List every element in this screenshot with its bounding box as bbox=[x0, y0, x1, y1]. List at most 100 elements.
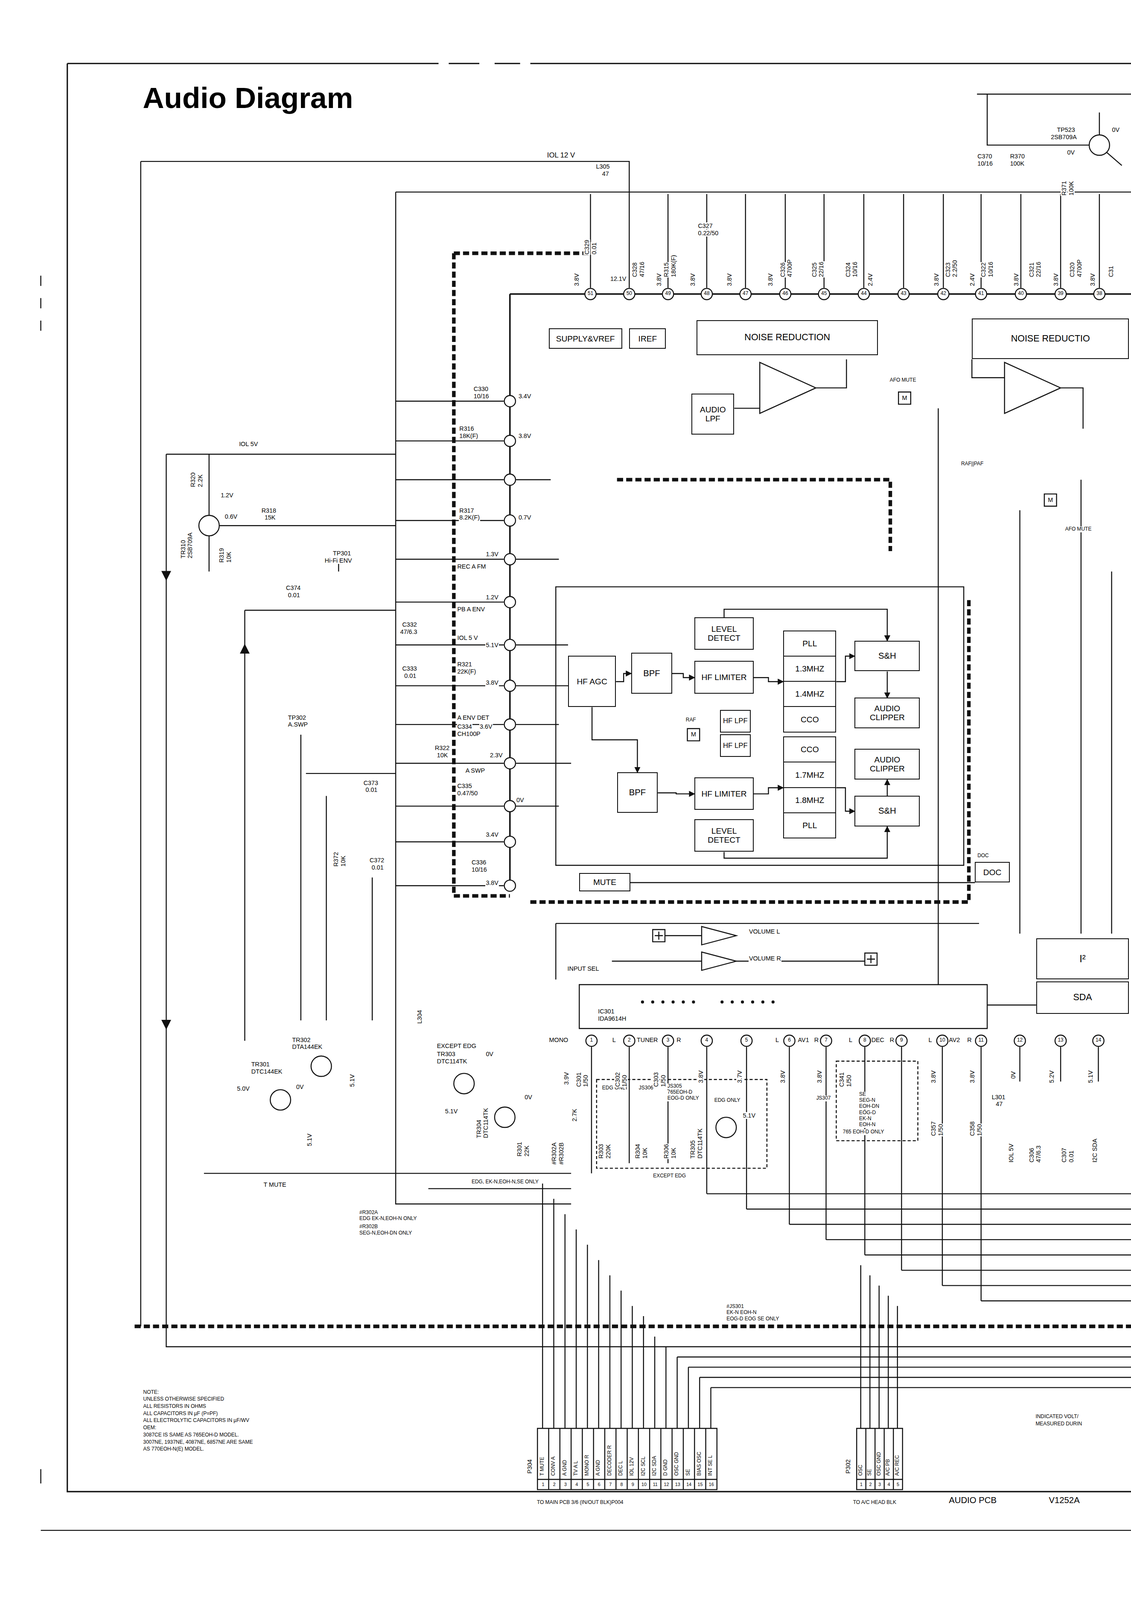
component-label: INPUT SEL bbox=[567, 964, 600, 972]
block-text: 1.7MHZ bbox=[784, 761, 836, 787]
vertical-label: R304 bbox=[634, 1142, 642, 1159]
pin-number: 7 bbox=[608, 1481, 613, 1487]
component-label: EDG EK-N,EOH-N ONLY bbox=[358, 1215, 417, 1222]
component-label: V1252A bbox=[1048, 1495, 1080, 1505]
pin-number: 51 bbox=[587, 290, 594, 297]
component-label: 1.2V bbox=[220, 491, 234, 499]
vertical-label: 10K bbox=[339, 855, 347, 868]
component-label: 0.01 bbox=[364, 786, 378, 793]
component-label: 10/16 bbox=[976, 160, 994, 167]
component-label: #R302B bbox=[358, 1223, 379, 1230]
block-text: BPF bbox=[633, 668, 671, 678]
vertical-label: 1/50 bbox=[976, 1123, 983, 1137]
component-label: TR301 bbox=[250, 1060, 271, 1068]
vertical-label: 2.4V bbox=[866, 273, 874, 287]
vertical-label: I2C SDA bbox=[651, 1454, 658, 1476]
diagram-title: Audio Diagram bbox=[142, 81, 354, 114]
function-block: AUDIO CLIPPER bbox=[854, 748, 920, 780]
function-block: HF LIMITER bbox=[694, 777, 754, 810]
vertical-label: #R302A bbox=[550, 1141, 558, 1165]
component-label: AV1 bbox=[797, 1036, 810, 1044]
vertical-label: 3.8V bbox=[689, 273, 697, 287]
vertical-label: DTC114TK bbox=[482, 1107, 490, 1139]
mute-switch bbox=[687, 391, 1057, 741]
vertical-label: 3.8V bbox=[1012, 273, 1020, 287]
component-label: TP301 bbox=[332, 549, 352, 557]
component-label: 0V bbox=[1066, 148, 1076, 156]
component-label: R318 bbox=[261, 507, 277, 514]
vertical-label: SE bbox=[685, 1468, 692, 1476]
component-label: R321 bbox=[457, 660, 473, 668]
vertical-label: 22/16 bbox=[1034, 261, 1042, 278]
vertical-label: C320 bbox=[1068, 262, 1076, 278]
component-label: 0.01 bbox=[371, 863, 385, 871]
vertical-label: 100K bbox=[1067, 180, 1075, 196]
component-label: EOH-DN bbox=[858, 1103, 880, 1110]
vertical-label: 0V bbox=[1009, 1070, 1017, 1080]
vertical-label: 1/50 bbox=[620, 1074, 628, 1088]
component-label: MONO bbox=[548, 1036, 569, 1044]
signal-arrow bbox=[672, 673, 695, 678]
function-block: SUPPLY&VREF bbox=[548, 328, 623, 349]
pin-number: M bbox=[1047, 496, 1054, 504]
component-label: 8.2K(F) bbox=[458, 513, 481, 521]
connector-p302 bbox=[856, 1265, 903, 1490]
pin-number: 43 bbox=[900, 290, 907, 297]
function-block: HF AGC bbox=[568, 655, 616, 707]
block-text: 1.3MHZ bbox=[784, 655, 836, 681]
component-label: RAF||PAF bbox=[960, 460, 984, 467]
component-label: IC301 bbox=[597, 1007, 615, 1015]
component-label: 3.4V bbox=[485, 830, 499, 838]
block-text: NOISE REDUCTIO bbox=[973, 333, 1127, 344]
component-label: DOC bbox=[976, 852, 990, 859]
component-label: EOG-D ONLY bbox=[667, 1095, 700, 1102]
component-label: JS307 bbox=[816, 1095, 832, 1102]
component-label: R bbox=[813, 1036, 820, 1044]
component-label: EOH-N bbox=[858, 1121, 876, 1128]
component-label: EK-N EOH-N bbox=[725, 1309, 757, 1316]
component-label: C372 bbox=[369, 856, 385, 864]
component-label: RAF bbox=[685, 717, 697, 723]
component-label: IOL 5 V bbox=[457, 634, 479, 642]
pin-number: 10 bbox=[938, 1037, 946, 1044]
transistor-symbol bbox=[198, 134, 1110, 1138]
vertical-label: C324 bbox=[844, 262, 852, 278]
vertical-label: 180K(F) bbox=[670, 254, 677, 278]
pin-number: 6 bbox=[787, 1037, 792, 1044]
component-label: ALL RESISTORS IN OHMS bbox=[142, 1403, 207, 1410]
component-label: R370 bbox=[1009, 152, 1026, 160]
signal-arrow bbox=[886, 671, 888, 698]
component-label: SEG-N bbox=[858, 1097, 876, 1104]
function-block: SDA bbox=[1036, 981, 1129, 1014]
wire bbox=[590, 194, 1100, 289]
component-label: L bbox=[775, 1036, 780, 1044]
vertical-label: 2.7K bbox=[571, 1108, 578, 1122]
component-label: DEC bbox=[871, 1036, 885, 1044]
wire bbox=[395, 401, 504, 886]
function-block: IREF bbox=[629, 328, 666, 349]
component-label: 0V bbox=[485, 1050, 494, 1058]
vertical-label: 1/50 bbox=[845, 1074, 853, 1088]
function-block: LEVEL DETECT bbox=[694, 819, 754, 852]
component-label: 765EOH-D bbox=[667, 1089, 693, 1096]
vertical-label: C341 bbox=[838, 1071, 846, 1088]
signal-arrow bbox=[753, 787, 784, 794]
component-label: EOG-D bbox=[858, 1109, 877, 1116]
component-label: IOL 5V bbox=[238, 440, 259, 448]
component-label: AS 770EOH-N(E) MODEL. bbox=[142, 1445, 205, 1452]
vertical-label: R315 bbox=[662, 262, 670, 278]
pin-number: 8 bbox=[862, 1037, 867, 1044]
pin-number: 2 bbox=[868, 1481, 872, 1487]
component-label: 47 bbox=[995, 1100, 1003, 1108]
vertical-label: C302 bbox=[614, 1071, 621, 1088]
component-label: 5.1V bbox=[485, 641, 499, 649]
component-label: 0.01 bbox=[403, 672, 417, 680]
vertical-label: 5.1V bbox=[1087, 1069, 1094, 1083]
function-block: NOISE REDUCTIO bbox=[971, 318, 1129, 360]
volume-amp bbox=[555, 923, 980, 980]
component-label: C370 bbox=[976, 152, 993, 160]
component-label: 5.1V bbox=[444, 1107, 458, 1115]
component-label: 1.3V bbox=[485, 550, 499, 558]
component-label: L305 bbox=[595, 163, 610, 170]
